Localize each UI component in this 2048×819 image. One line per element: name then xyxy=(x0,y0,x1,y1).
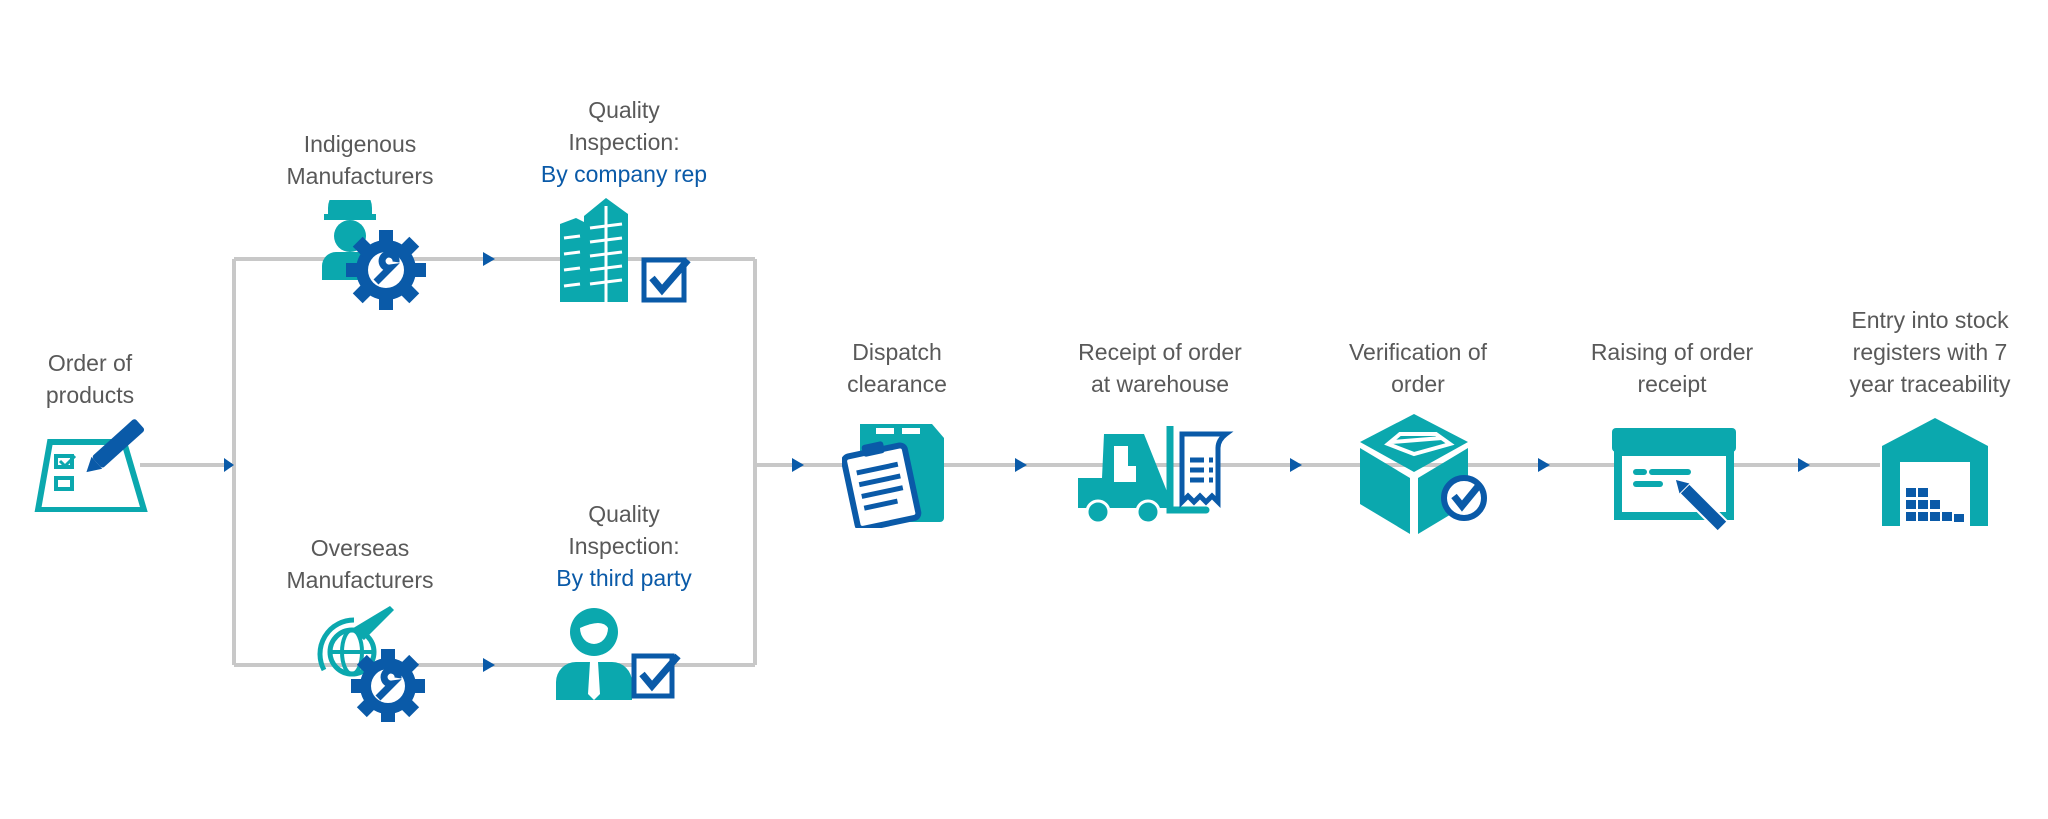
checklist-pencil-icon xyxy=(34,419,148,512)
step-label-qi-third: Quality Inspection: By third party xyxy=(556,498,692,594)
label-line: Order of xyxy=(47,350,133,376)
label-line: Manufacturers xyxy=(286,567,434,593)
arrow-head xyxy=(483,252,495,266)
label-line: Verification of xyxy=(1348,339,1488,365)
label-line: year traceability xyxy=(1849,371,2011,397)
label-line: Inspection: xyxy=(568,129,680,155)
step-label-receipt: Receipt of order at warehouse xyxy=(1078,336,1242,400)
label-line: Quality xyxy=(588,501,660,527)
label-line: Dispatch xyxy=(852,339,942,365)
label-line: Raising of order xyxy=(1590,339,1754,365)
globe-plane-gear-icon xyxy=(317,606,425,722)
forklift-receipt-icon xyxy=(1078,426,1234,525)
arrow-head xyxy=(1538,458,1550,472)
step-label-verification: Verification of order xyxy=(1349,336,1487,400)
step-label-indigenous: Indigenous Manufacturers xyxy=(286,128,433,192)
label-line: Overseas xyxy=(310,535,410,561)
label-line: products xyxy=(45,382,135,408)
arrow-head xyxy=(1015,458,1027,472)
label-line: Manufacturers xyxy=(286,163,434,189)
label-line: Receipt of order xyxy=(1078,339,1242,365)
arrow-head xyxy=(224,458,234,472)
label-line: clearance xyxy=(847,371,947,397)
step-label-order: Order of products xyxy=(46,347,134,411)
arrow-head xyxy=(1290,458,1302,472)
label-sub: By company rep xyxy=(540,161,708,187)
form-pencil-icon xyxy=(1612,428,1736,533)
box-clipboard-icon xyxy=(842,424,944,528)
arrow-head xyxy=(1798,458,1810,472)
box-check-icon xyxy=(1360,414,1487,534)
label-line: order xyxy=(1391,371,1445,397)
label-line: registers with 7 xyxy=(1852,339,2008,365)
label-line: Indigenous xyxy=(303,131,417,157)
step-label-dispatch: Dispatch clearance xyxy=(847,336,947,400)
label-line: Entry into stock xyxy=(1851,307,2009,333)
step-label-entry: Entry into stock registers with 7 year t… xyxy=(1849,304,2010,400)
step-label-qi-company: Quality Inspection: By company rep xyxy=(541,94,707,190)
label-line: receipt xyxy=(1637,371,1707,397)
arrow-head xyxy=(792,458,804,472)
person-checkbox-icon xyxy=(556,608,681,700)
arrow-head xyxy=(483,658,495,672)
step-label-raising: Raising of order receipt xyxy=(1591,336,1753,400)
label-line: Inspection: xyxy=(568,533,680,559)
label-sub: By third party xyxy=(556,565,692,591)
label-line: Quality xyxy=(588,97,660,123)
worker-gear-icon xyxy=(322,200,426,310)
warehouse-icon xyxy=(1882,418,1988,526)
buildings-checkbox-icon xyxy=(560,198,691,303)
label-line: at warehouse xyxy=(1090,371,1230,397)
step-label-overseas: Overseas Manufacturers xyxy=(286,532,433,596)
